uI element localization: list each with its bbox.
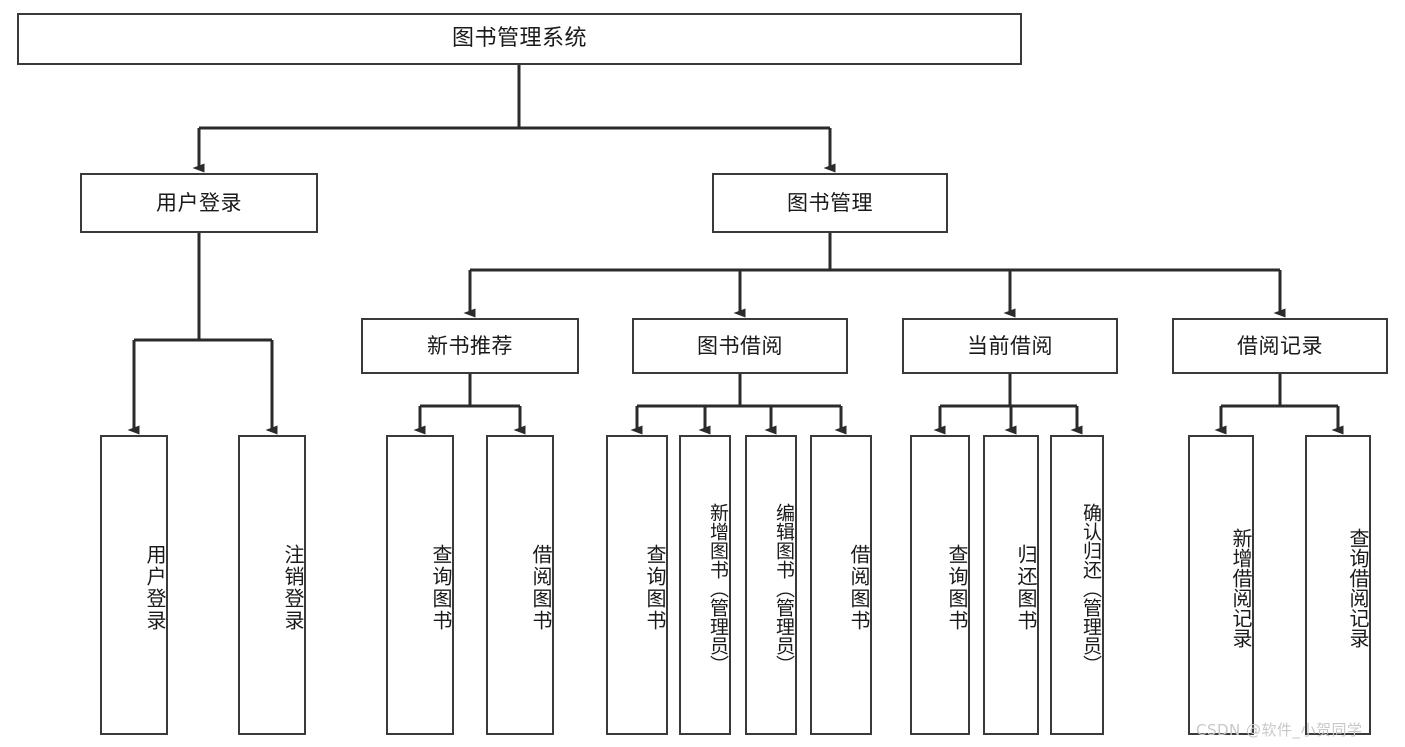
node-leaf-borrow-book-2-label: 借阅图书	[847, 544, 871, 632]
csdn-watermark: CSDN @软件_小贺同学	[1196, 721, 1363, 739]
node-leaf-borrow-book-1[interactable]: 借阅图书	[486, 435, 554, 735]
node-leaf-query-record-label: 查询借阅记录	[1346, 528, 1370, 648]
node-book-borrow-label: 图书借阅	[697, 333, 783, 358]
node-leaf-confirm-return[interactable]: 确认归还（管理员）	[1050, 435, 1104, 735]
node-leaf-query-book-3-label: 查询图书	[945, 544, 969, 632]
node-current-borrow[interactable]: 当前借阅	[902, 318, 1118, 374]
node-leaf-query-book-1[interactable]: 查询图书	[386, 435, 454, 735]
node-leaf-add-record[interactable]: 新增借阅记录	[1188, 435, 1254, 735]
node-leaf-query-book-1-label: 查询图书	[429, 544, 453, 632]
node-borrow-record[interactable]: 借阅记录	[1172, 318, 1388, 374]
node-user-login-label: 用户登录	[156, 190, 242, 215]
node-book-borrow[interactable]: 图书借阅	[632, 318, 848, 374]
node-leaf-logout[interactable]: 注销登录	[238, 435, 306, 735]
node-user-login[interactable]: 用户登录	[80, 173, 318, 233]
node-leaf-return-book-label: 归还图书	[1014, 544, 1038, 632]
node-leaf-query-book-2-label: 查询图书	[643, 544, 667, 632]
node-leaf-add-book[interactable]: 新增图书（管理员）	[679, 435, 731, 735]
node-root-label: 图书管理系统	[451, 26, 587, 52]
node-new-book-rec[interactable]: 新书推荐	[361, 318, 579, 374]
node-leaf-query-book-3[interactable]: 查询图书	[910, 435, 970, 735]
node-book-manage[interactable]: 图书管理	[712, 173, 948, 233]
node-leaf-edit-book[interactable]: 编辑图书（管理员）	[745, 435, 797, 735]
node-leaf-confirm-return-label: 确认归还（管理员）	[1080, 502, 1102, 674]
node-leaf-query-book-2[interactable]: 查询图书	[606, 435, 668, 735]
node-borrow-record-label: 借阅记录	[1237, 333, 1323, 358]
node-new-book-rec-label: 新书推荐	[427, 333, 513, 358]
node-current-borrow-label: 当前借阅	[967, 333, 1053, 358]
node-leaf-logout-label: 注销登录	[281, 544, 305, 632]
node-leaf-user-login[interactable]: 用户登录	[100, 435, 168, 735]
node-book-manage-label: 图书管理	[787, 190, 873, 215]
node-root[interactable]: 图书管理系统	[17, 13, 1022, 65]
node-leaf-add-book-label: 新增图书（管理员）	[707, 502, 729, 674]
node-leaf-user-login-label: 用户登录	[143, 544, 167, 632]
node-leaf-query-record[interactable]: 查询借阅记录	[1305, 435, 1371, 735]
node-leaf-borrow-book-2[interactable]: 借阅图书	[810, 435, 872, 735]
node-leaf-borrow-book-1-label: 借阅图书	[529, 544, 553, 632]
node-leaf-add-record-label: 新增借阅记录	[1229, 528, 1253, 648]
node-leaf-edit-book-label: 编辑图书（管理员）	[773, 502, 795, 674]
node-leaf-return-book[interactable]: 归还图书	[983, 435, 1039, 735]
